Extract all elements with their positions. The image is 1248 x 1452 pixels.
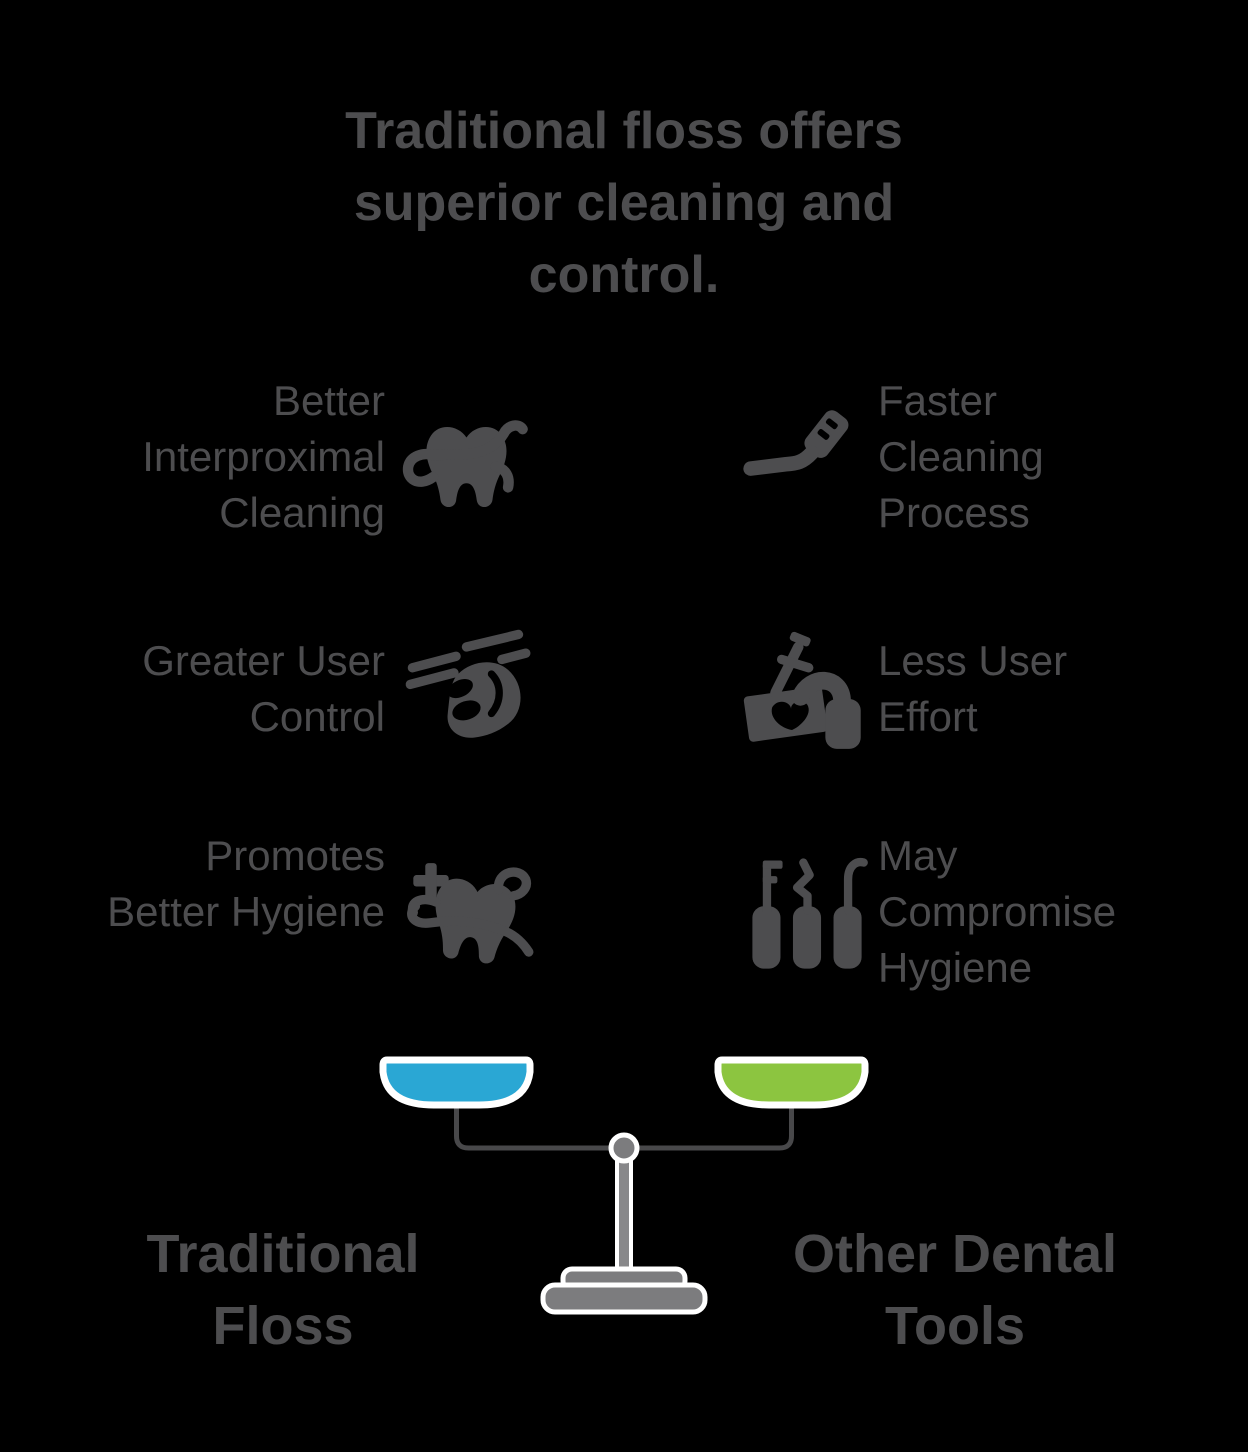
feature-promotes-better-hygiene: Promotes Better Hygiene xyxy=(107,832,385,935)
scale-right-pan xyxy=(714,1056,869,1109)
water-flosser-icon xyxy=(738,622,868,752)
page-title: Traditional floss offers superior cleani… xyxy=(345,102,903,304)
scale-label-other-dental-tools: Other Dental Tools xyxy=(792,1224,1118,1356)
feature-greater-user-control: Greater User Control xyxy=(142,637,385,740)
feature-less-user-effort: Less User Effort xyxy=(878,637,1068,740)
scale-pivot xyxy=(608,1132,640,1164)
feature-may-compromise-hygiene: May Compromise Hygiene xyxy=(878,832,1117,991)
feature-better-interproximal-cleaning: Better Interproximal Cleaning xyxy=(142,377,385,536)
scale-label-traditional-floss: Traditional Floss xyxy=(146,1224,420,1356)
toothbrush-icon xyxy=(740,396,870,526)
feature-faster-cleaning-process: Faster Cleaning Process xyxy=(878,377,1044,536)
balance-scale xyxy=(379,1056,869,1315)
hand-floss-icon xyxy=(402,622,532,752)
scale-pole xyxy=(615,1148,633,1276)
scale-base-lower xyxy=(540,1282,708,1315)
tooth-floss-icon xyxy=(402,400,532,530)
scale-left-pan xyxy=(379,1056,534,1109)
sparkling-tooth-icon xyxy=(405,848,535,978)
dental-tools-icon xyxy=(742,848,872,978)
